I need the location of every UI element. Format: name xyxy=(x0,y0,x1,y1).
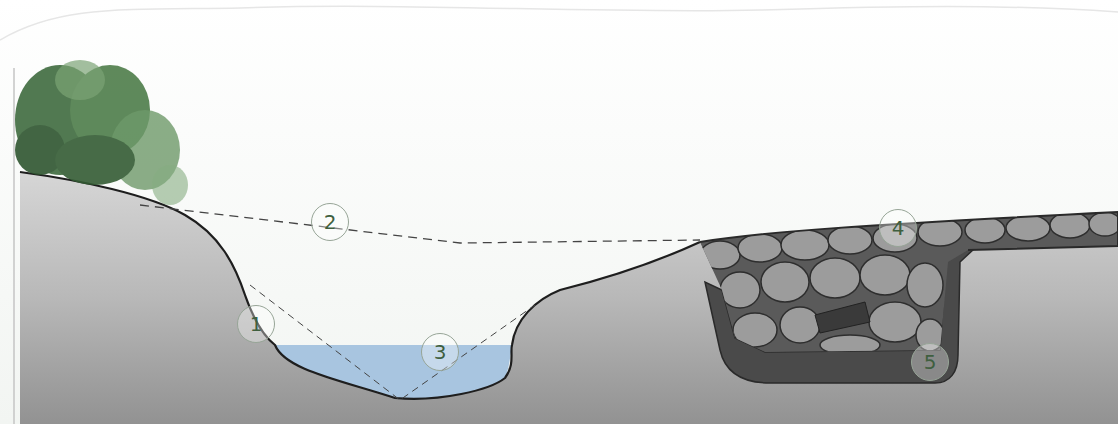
ditch-slope-line xyxy=(250,285,535,400)
callout-number: 4 xyxy=(879,209,917,247)
ground-line xyxy=(20,172,700,399)
soil xyxy=(20,172,1118,424)
cloud-edge xyxy=(0,6,1118,40)
original-profile-line xyxy=(140,205,700,243)
frame-line xyxy=(13,68,15,424)
callout-number: 5 xyxy=(911,343,949,381)
callout-number: 1 xyxy=(237,305,275,343)
callout-number: 3 xyxy=(421,333,459,371)
callout-number: 2 xyxy=(311,203,349,241)
bush xyxy=(15,60,188,205)
drain-pipe xyxy=(815,302,870,333)
